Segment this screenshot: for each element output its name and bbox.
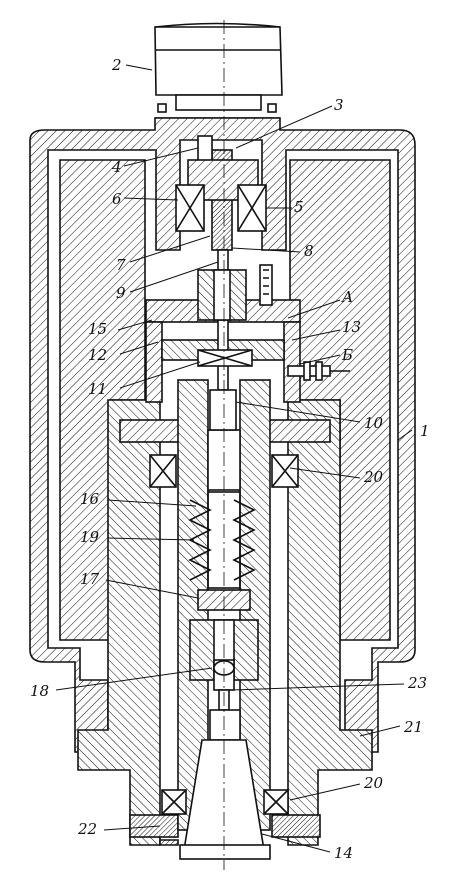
label-part-4: 4 — [112, 158, 122, 176]
label-part-3: 3 — [334, 96, 344, 114]
label-part-22: 22 — [78, 820, 98, 838]
grease-nipple — [259, 264, 273, 306]
label-part-17: 17 — [80, 570, 100, 588]
leader-lines — [55, 64, 413, 853]
label-A: А — [342, 288, 354, 306]
label-part-16: 16 — [80, 490, 100, 508]
quill-housing — [77, 399, 373, 846]
label-part-14: 14 — [334, 844, 354, 862]
label-part-20-upper: 20 — [364, 468, 384, 486]
label-B: Б — [342, 346, 354, 364]
label-part-9: 9 — [116, 284, 126, 302]
label-part-21: 21 — [404, 718, 424, 736]
label-part-2: 2 — [112, 56, 122, 74]
label-part-20-lower: 20 — [364, 774, 384, 792]
bearing-part-5 — [237, 184, 267, 232]
label-part-5: 5 — [294, 198, 304, 216]
label-part-11: 11 — [88, 380, 108, 398]
label-part-23: 23 — [408, 674, 428, 692]
label-part-1: 1 — [420, 422, 430, 440]
label-part-6: 6 — [112, 190, 122, 208]
motor-part-2 — [154, 22, 283, 119]
bushing-part-8 — [197, 269, 247, 321]
label-part-15: 15 — [88, 320, 108, 338]
label-part-19: 19 — [80, 528, 100, 546]
label-part-8: 8 — [304, 242, 314, 260]
bearing-part-20-lower — [161, 789, 289, 815]
label-part-12: 12 — [88, 346, 108, 364]
label-part-10: 10 — [364, 414, 384, 432]
bearing-part-11 — [197, 349, 253, 367]
bearing-part-6 — [175, 184, 205, 232]
bearing-part-20-upper — [149, 454, 299, 488]
label-part-7: 7 — [116, 256, 126, 274]
drawbar-part-23 — [209, 659, 241, 741]
label-part-18: 18 — [30, 682, 50, 700]
label-part-13: 13 — [342, 318, 362, 336]
